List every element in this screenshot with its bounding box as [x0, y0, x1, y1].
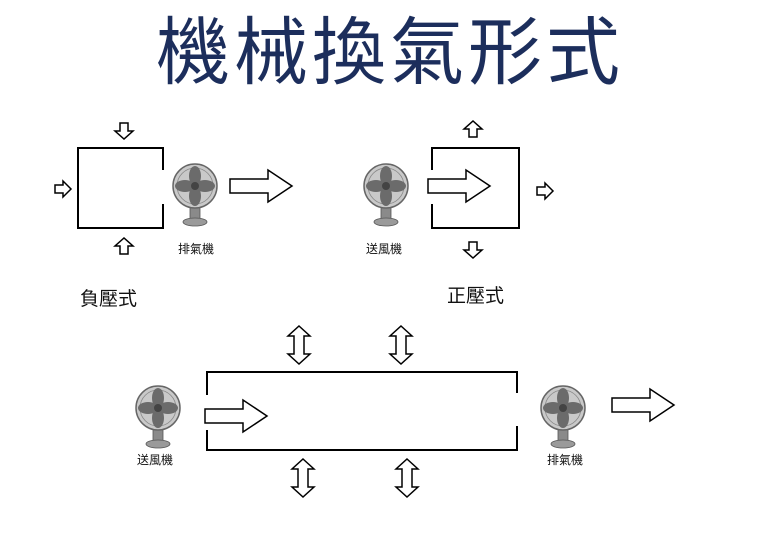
- inflow-arrow-left: [54, 180, 72, 198]
- exhaust-outflow-arrow: [229, 169, 293, 203]
- air-exchange-arrow-bottom-left: [291, 458, 315, 498]
- exhaust-fan-label: 排氣機: [547, 453, 584, 467]
- air-exchange-arrow-bottom-right: [395, 458, 419, 498]
- exhaust-outflow-arrow: [611, 388, 675, 422]
- supply-fan-label: 送風機: [366, 242, 403, 256]
- positive-pressure-room: [431, 147, 520, 229]
- air-exchange-arrow-top-right: [389, 325, 413, 365]
- combined-room: [206, 371, 518, 451]
- outflow-arrow-right: [536, 182, 554, 200]
- supply-fan-icon: [135, 385, 181, 449]
- supply-inflow-arrow: [427, 169, 491, 203]
- air-exchange-arrow-top-left: [287, 325, 311, 365]
- outflow-arrow-bottom: [463, 241, 483, 259]
- inflow-arrow-top: [114, 122, 134, 140]
- outflow-arrow-top: [463, 120, 483, 138]
- exhaust-fan-label: 排氣機: [178, 242, 215, 256]
- supply-fan-label: 送風機: [137, 453, 174, 467]
- supply-inflow-arrow: [204, 399, 268, 433]
- positive-pressure-label: 正壓式: [447, 285, 505, 307]
- inflow-arrow-bottom: [114, 237, 134, 255]
- exhaust-fan-icon: [172, 163, 218, 227]
- page-title: 機械換氣形式: [156, 10, 624, 96]
- supply-fan-icon: [363, 163, 409, 227]
- exhaust-fan-icon: [540, 385, 586, 449]
- negative-pressure-label: 負壓式: [80, 288, 138, 310]
- negative-pressure-room: [77, 147, 164, 229]
